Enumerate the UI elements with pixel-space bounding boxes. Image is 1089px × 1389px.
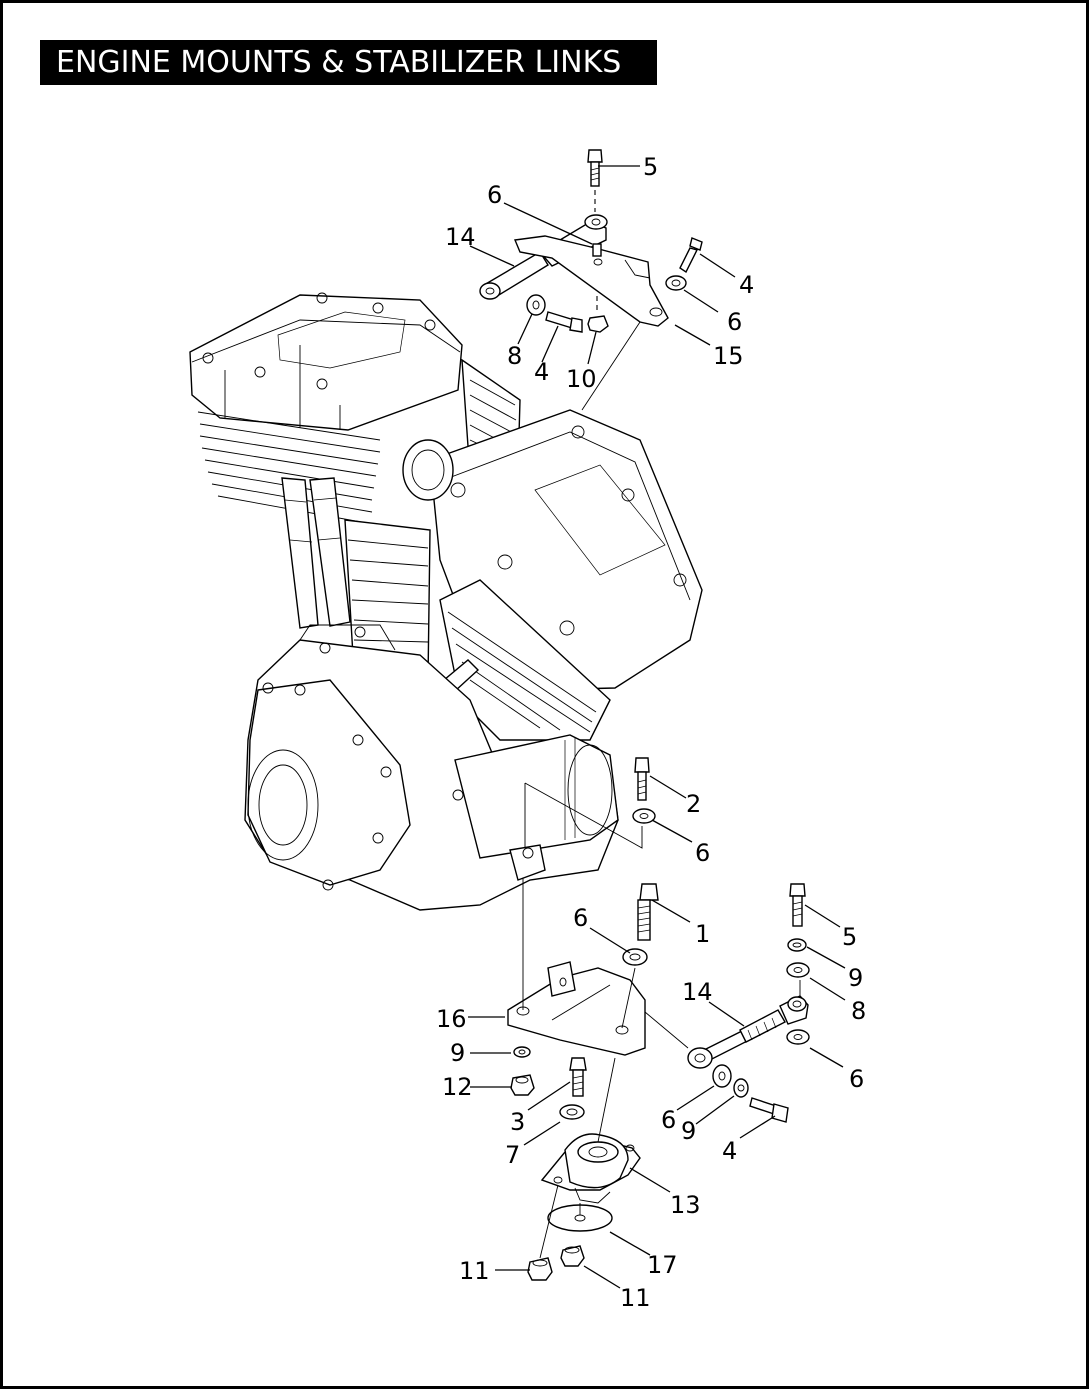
bracket [514, 235, 669, 327]
stabilizer-link [687, 995, 809, 1069]
washer [786, 962, 810, 978]
callout-labels: 5 6 14 4 6 8 4 10 15 2 6 6 1 5 9 14 8 16… [436, 153, 866, 1312]
callout-4-lower: 4 [722, 1137, 737, 1165]
bolt [569, 1057, 587, 1097]
washer [526, 294, 546, 316]
callout-8-top: 8 [507, 342, 522, 370]
callout-9-lower: 9 [681, 1117, 696, 1145]
callout-16: 16 [436, 1005, 467, 1033]
callout-2: 2 [686, 790, 701, 818]
bracket [507, 961, 646, 1056]
callout-6-mount: 6 [573, 904, 588, 932]
leader-lines [468, 165, 846, 1289]
engine-assembly-drawing [189, 292, 703, 911]
bolt [545, 311, 583, 333]
callout-6-mid: 6 [695, 839, 710, 867]
callout-6-right: 6 [849, 1065, 864, 1093]
callout-4-top-left: 4 [534, 358, 549, 386]
washer [733, 1078, 749, 1098]
bolt [749, 1097, 789, 1123]
bolt [587, 149, 603, 187]
nut [510, 1074, 535, 1096]
callout-8-right: 8 [851, 997, 866, 1025]
bolt [789, 883, 806, 927]
washer [665, 275, 687, 291]
washer [786, 1029, 810, 1045]
callout-15: 15 [713, 342, 744, 370]
callout-1: 1 [695, 920, 710, 948]
callout-11-left: 11 [459, 1257, 490, 1285]
callout-7: 7 [505, 1141, 520, 1169]
washer [513, 1046, 531, 1058]
nut [560, 1245, 585, 1267]
callout-14-front: 14 [682, 978, 713, 1006]
washer [632, 808, 656, 824]
washer [712, 1064, 732, 1088]
callout-12: 12 [442, 1073, 473, 1101]
washer [559, 1104, 585, 1120]
callout-9-right: 9 [848, 964, 863, 992]
callout-6-lower: 6 [661, 1106, 676, 1134]
bolt [637, 883, 659, 941]
nut [587, 315, 609, 333]
bolt [634, 757, 650, 801]
callout-5-top: 5 [643, 153, 658, 181]
callout-13: 13 [670, 1191, 701, 1219]
nut [527, 1257, 553, 1281]
title-bar: ENGINE MOUNTS & STABILIZER LINKS [40, 40, 657, 85]
page-title: ENGINE MOUNTS & STABILIZER LINKS [56, 45, 622, 80]
callout-14-top: 14 [445, 223, 476, 251]
callout-4-top-right: 4 [739, 271, 754, 299]
callout-6-top: 6 [487, 181, 502, 209]
callout-9-left: 9 [450, 1039, 465, 1067]
callout-17: 17 [647, 1251, 678, 1279]
callout-6-top-right: 6 [727, 308, 742, 336]
callout-5-right: 5 [842, 923, 857, 951]
callout-3: 3 [510, 1108, 525, 1136]
washer [787, 938, 807, 952]
rubber-isolator [540, 1133, 641, 1204]
callout-10: 10 [566, 365, 597, 393]
callout-11-right: 11 [620, 1284, 651, 1312]
bolt [679, 237, 703, 274]
